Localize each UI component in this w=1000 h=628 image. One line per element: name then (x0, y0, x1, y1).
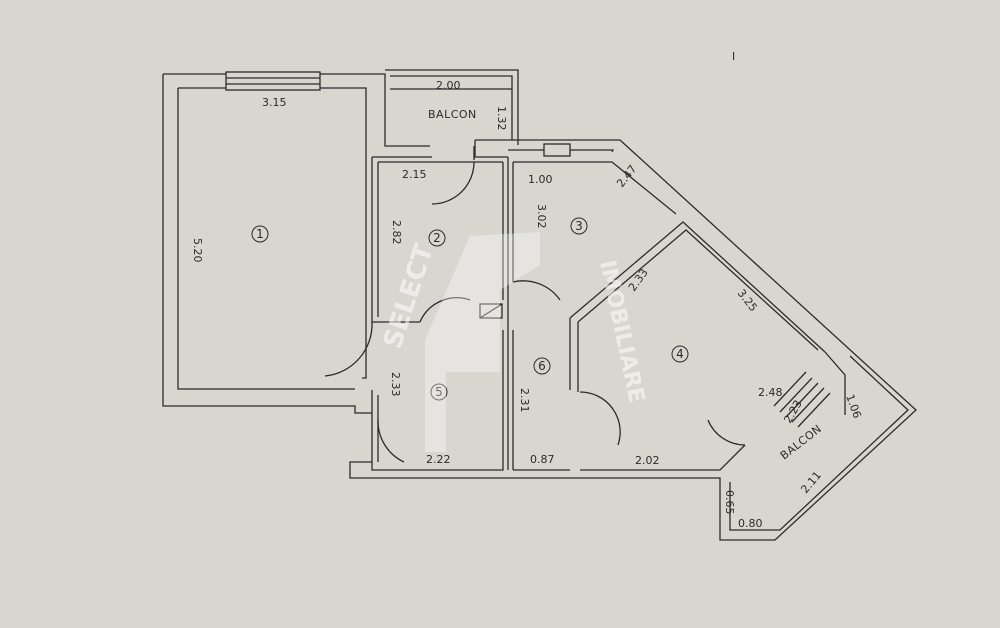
dim-room2-width: 2.15 (402, 168, 427, 181)
balcony-steps (773, 371, 831, 428)
room2-door (431, 161, 475, 205)
balcony-top-label: BALCON (428, 108, 477, 121)
room3-window (543, 143, 571, 157)
watermark-logo (425, 232, 540, 452)
dim-room6-height: 2.31 (518, 388, 531, 413)
dim-balcony-right-e: 0.80 (738, 517, 763, 530)
dim-room4-side-c: 2.48 (758, 386, 783, 399)
dim-room2-length: 2.82 (390, 220, 403, 245)
room1-window (225, 71, 321, 91)
room6-marker (533, 357, 551, 375)
room3-room4-wall (569, 221, 826, 353)
room4-marker (671, 345, 689, 363)
room5-door-top (419, 297, 471, 323)
room-markers (251, 217, 689, 401)
room1-label: 1 (256, 227, 264, 241)
room5-marker (430, 383, 448, 401)
outer-wall-right (349, 139, 917, 541)
room6-door-top (512, 280, 561, 301)
dim-room5-width: 2.22 (426, 453, 451, 466)
room2-label: 2 (433, 231, 441, 245)
room1-marker (251, 225, 269, 243)
dim-balcony-top-width: 2.00 (436, 79, 461, 92)
dim-room1-length: 5.20 (191, 238, 204, 263)
room6-label: 6 (538, 359, 546, 373)
right-balcony-outline (729, 355, 909, 531)
room3-marker (570, 217, 588, 235)
walls (162, 69, 917, 541)
top-balcony-outline (385, 69, 519, 145)
dim-room3-width: 1.00 (528, 173, 553, 186)
room5-door-left (324, 321, 373, 377)
room3-label: 3 (575, 219, 583, 233)
dim-balcony-top-depth: 1.32 (495, 106, 508, 131)
corner-mark: I (732, 50, 735, 63)
room4-label: 4 (676, 347, 684, 361)
dim-room3-length: 3.02 (535, 204, 548, 229)
dim-room4-bottom: 2.02 (635, 454, 660, 467)
dim-balcony-right-d: 0.65 (723, 490, 736, 515)
dim-room6-width: 0.87 (530, 453, 555, 466)
room5-door-bottom (377, 419, 405, 463)
shaft (479, 303, 503, 319)
balcony-door (707, 419, 746, 446)
dim-room5-height: 2.33 (389, 372, 402, 397)
room5-label: 5 (435, 385, 443, 399)
dim-room1-width: 3.15 (262, 96, 287, 109)
room2-marker (428, 229, 446, 247)
room6-door-right (579, 391, 621, 446)
